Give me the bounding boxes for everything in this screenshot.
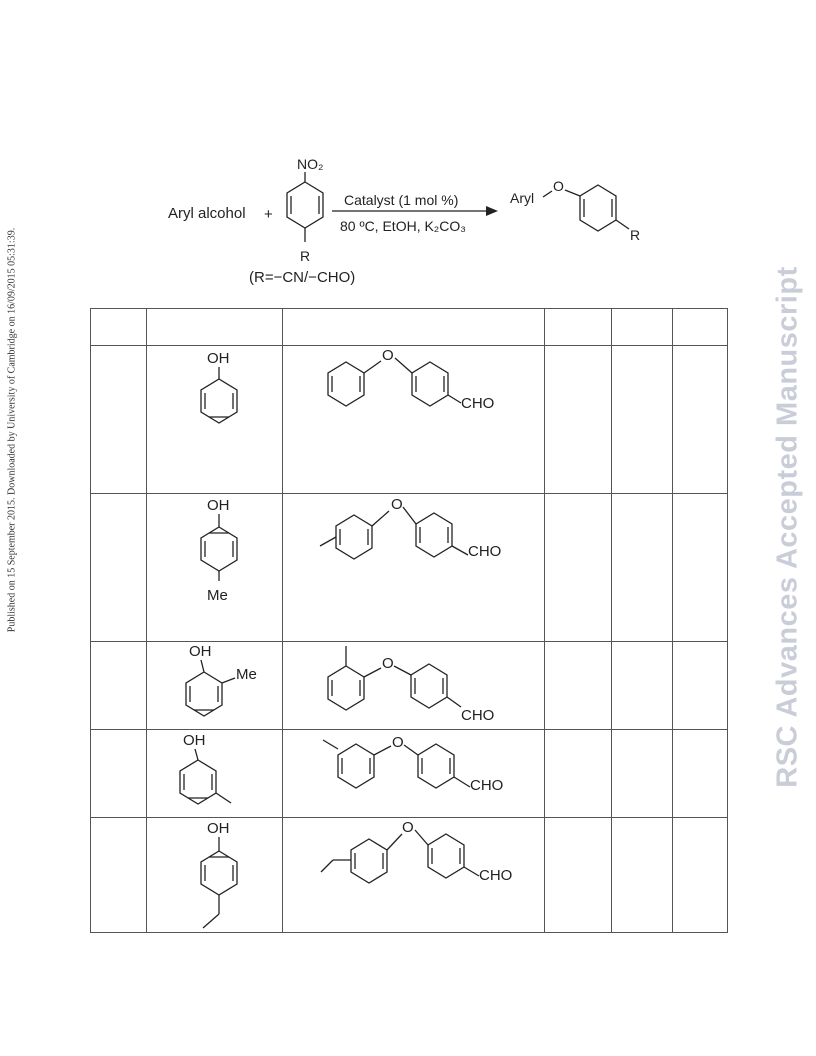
product-oxygen-label: O <box>553 178 564 194</box>
plus-sign: + <box>264 206 273 223</box>
r-substituent-label: R <box>300 248 310 264</box>
diaryl-ether-product-structure: O CHO <box>319 496 501 560</box>
header-cell <box>282 308 545 346</box>
ether-oxygen-label: O <box>382 655 394 672</box>
diaryl-ether-product-structure: O CHO <box>327 347 494 412</box>
aldehyde-label: CHO <box>468 543 501 560</box>
product-cell: O CHO <box>282 729 545 818</box>
hydroxyl-label: OH <box>207 820 230 837</box>
hydroxyl-label: OH <box>207 497 230 514</box>
hydroxyl-label: OH <box>207 350 230 367</box>
header-cell <box>146 308 283 346</box>
header-cell <box>672 308 728 346</box>
substrate-scope-table: OH O CHO <box>90 308 728 933</box>
diaryl-ether-product-structure: O CHO <box>327 646 494 724</box>
header-cell <box>611 308 673 346</box>
hydroxyl-label: OH <box>183 732 206 749</box>
side-note-text: Published on 15 September 2015. Download… <box>6 227 18 633</box>
o-cresol-structure: OH Me <box>185 643 257 717</box>
phenol-structure: OH <box>200 350 238 424</box>
product-r-label: R <box>630 227 640 243</box>
table-header-row <box>90 308 728 346</box>
table-row: OH Me O <box>90 493 728 642</box>
aryl-alcohol-cell: OH <box>146 729 283 818</box>
table-row: OH Me O <box>90 641 728 730</box>
product-cell: O CHO <box>282 493 545 642</box>
nitroarene-structure: NO₂ R <box>286 156 324 264</box>
ether-oxygen-label: O <box>392 734 404 751</box>
aldehyde-label: CHO <box>470 777 503 794</box>
m-cresol-structure: OH <box>179 732 232 805</box>
hydroxyl-label: OH <box>189 643 212 660</box>
aryl-alcohol-cell: OH <box>146 345 283 494</box>
product-cell: O CHO <box>282 345 545 494</box>
product-cell: O CHO <box>282 641 545 730</box>
aryl-alcohol-cell: OH <box>146 817 283 933</box>
aldehyde-label: CHO <box>461 395 494 412</box>
aryl-alcohol-cell: OH Me <box>146 641 283 730</box>
ether-oxygen-label: O <box>402 819 414 836</box>
methyl-label: Me <box>236 666 257 683</box>
4-ethylphenol-structure: OH <box>200 820 238 929</box>
methyl-label: Me <box>207 587 228 604</box>
table-row: OH O CHO <box>90 729 728 818</box>
diaryl-ether-product-structure: O CHO <box>320 819 512 884</box>
ether-oxygen-label: O <box>382 347 394 364</box>
watermark-text: RSC Advances Accepted Manuscript <box>771 266 804 788</box>
conditions-catalyst: Catalyst (1 mol %) <box>344 192 458 208</box>
diaryl-ether-product-structure: O CHO <box>322 734 503 794</box>
product-aryl-label: Aryl <box>510 190 534 206</box>
aryl-alcohol-cell: OH Me <box>146 493 283 642</box>
aldehyde-label: CHO <box>479 867 512 884</box>
product-structure: Aryl O R <box>510 178 640 243</box>
product-cell: O CHO <box>282 817 545 933</box>
conditions-reagents: 80 ºC, EtOH, K₂CO₃ <box>340 218 466 234</box>
reaction-arrow <box>332 206 498 216</box>
table-row: OH O CHO <box>90 345 728 494</box>
reactant-aryl-alcohol: Aryl alcohol <box>168 205 246 222</box>
header-cell <box>90 308 147 346</box>
ether-oxygen-label: O <box>391 496 403 513</box>
aldehyde-label: CHO <box>461 707 494 724</box>
header-cell <box>544 308 612 346</box>
nitro-label: NO₂ <box>297 156 323 172</box>
p-cresol-structure: OH Me <box>200 497 238 604</box>
reaction-scheme: Aryl alcohol + NO₂ R (R=−CN/−CHO) Cataly… <box>168 156 640 286</box>
table-row: OH O <box>90 817 728 933</box>
r-definition: (R=−CN/−CHO) <box>249 269 355 286</box>
